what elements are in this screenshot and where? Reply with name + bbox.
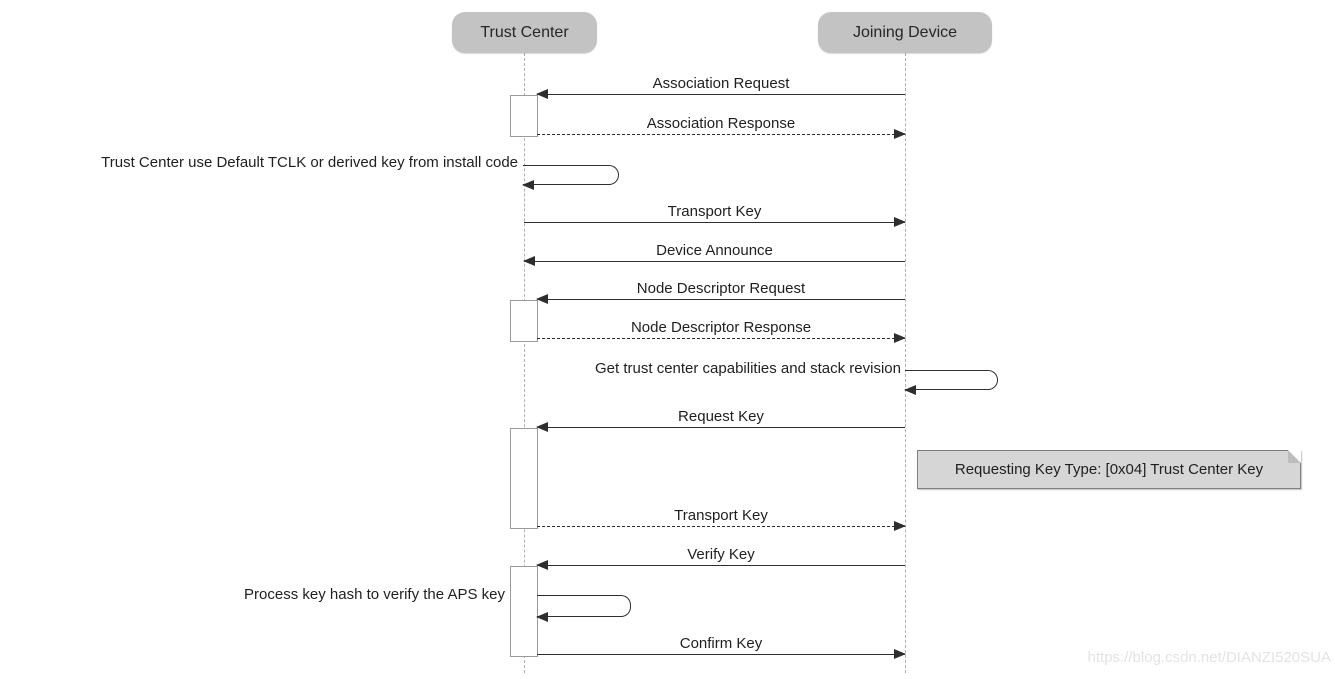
self-message-label-tclk: Trust Center use Default TCLK or derived…	[101, 154, 518, 171]
activation-bar	[510, 95, 538, 137]
activation-bar	[510, 300, 538, 342]
message-line	[537, 654, 905, 655]
participant-trust-center: Trust Center	[452, 12, 597, 53]
arrowhead-icon	[523, 256, 535, 266]
arrowhead-icon	[894, 333, 906, 343]
arrowhead-icon	[894, 129, 906, 139]
message-label: Transport Key	[667, 203, 762, 220]
participant-label: Trust Center	[480, 23, 569, 41]
arrowhead-icon	[894, 521, 906, 531]
activation-bar	[510, 428, 538, 529]
arrowhead-icon	[536, 422, 548, 432]
note-label: Requesting Key Type: [0x04] Trust Center…	[954, 461, 1264, 478]
message-line	[537, 526, 905, 527]
message-line	[524, 222, 905, 223]
message-line	[537, 299, 905, 300]
lifeline-joining-device	[905, 53, 906, 673]
message-label: Request Key	[678, 408, 764, 425]
message-line	[537, 94, 905, 95]
message-label: Transport Key	[674, 507, 768, 524]
message-label: Node Descriptor Request	[636, 280, 806, 297]
arrowhead-icon	[536, 89, 548, 99]
watermark-text: https://blog.csdn.net/DIANZI520SUA	[1087, 649, 1331, 666]
message-line	[524, 261, 905, 262]
message-label: Confirm Key	[679, 635, 763, 652]
participant-joining-device: Joining Device	[818, 12, 992, 53]
lifeline-trust-center	[524, 53, 525, 673]
message-line	[537, 338, 905, 339]
arrowhead-icon	[536, 560, 548, 570]
arrowhead-icon	[536, 612, 548, 622]
self-message-loop	[536, 595, 631, 622]
message-line	[537, 565, 905, 566]
self-message-loop	[522, 165, 619, 190]
note-requesting-key-type: Requesting Key Type: [0x04] Trust Center…	[917, 450, 1301, 489]
arrowhead-icon	[522, 180, 534, 190]
arrowhead-icon	[904, 385, 916, 395]
activation-bar	[510, 566, 538, 657]
self-message-label-key-hash: Process key hash to verify the APS key	[244, 586, 505, 603]
self-message-loop	[904, 370, 998, 395]
message-label: Device Announce	[656, 242, 773, 259]
arrowhead-icon	[894, 217, 906, 227]
message-label: Verify Key	[687, 546, 755, 563]
message-label: Node Descriptor Response	[630, 319, 812, 336]
message-line	[537, 427, 905, 428]
message-label: Association Response	[646, 115, 796, 132]
self-message-label-capabilities: Get trust center capabilities and stack …	[595, 360, 901, 377]
arrowhead-icon	[536, 294, 548, 304]
participant-label: Joining Device	[852, 23, 958, 41]
message-label: Association Request	[652, 75, 790, 92]
arrowhead-icon	[894, 649, 906, 659]
message-line	[537, 134, 905, 135]
